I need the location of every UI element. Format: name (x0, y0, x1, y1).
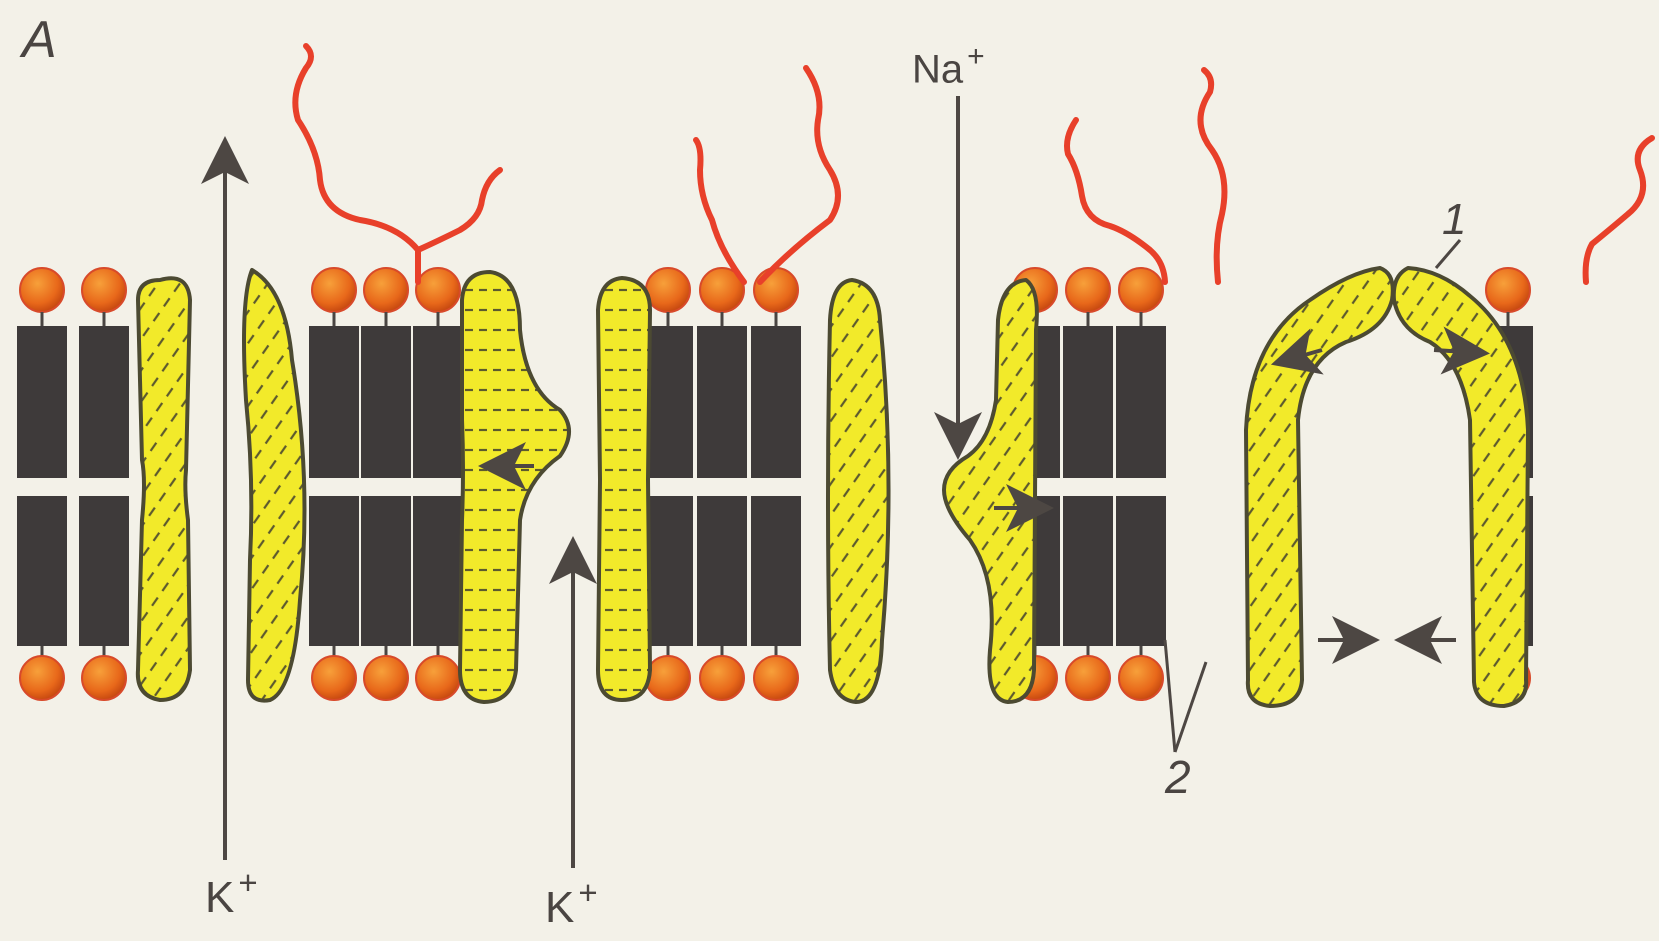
lipid-molecule (1063, 268, 1113, 700)
channel-protein (598, 278, 650, 700)
channel-protein (828, 280, 889, 702)
lipid-molecule (361, 268, 411, 700)
glycocalyx-chain (418, 170, 500, 250)
channel-protein (138, 278, 190, 700)
ion-symbol: K (205, 873, 234, 922)
potassium-label-left: K+ (205, 866, 258, 920)
ion-symbol: K (545, 883, 574, 932)
panel-label: А (22, 14, 57, 66)
lipid-molecule (751, 268, 801, 700)
glycocalyx-chain (1200, 70, 1224, 282)
channel-protein (460, 272, 569, 702)
lipid-molecule (413, 268, 463, 700)
glycocalyx-chain (1586, 138, 1652, 282)
ion-charge: + (578, 874, 597, 911)
lipid-molecule (309, 268, 359, 700)
ion-charge: + (967, 40, 985, 73)
lipid-molecule (79, 268, 129, 700)
channel-protein (244, 270, 305, 701)
ion-charge: + (238, 864, 257, 901)
lipid-molecule (1116, 268, 1166, 700)
glycocalyx-chain (295, 46, 418, 282)
ion-symbol: Na (912, 48, 963, 92)
marker-1: 1 (1442, 198, 1466, 242)
marker-2: 2 (1165, 754, 1191, 800)
lipid-molecule (17, 268, 67, 700)
glycocalyx-chain (1067, 120, 1165, 282)
sodium-label: Na+ (912, 42, 985, 90)
glycocalyx-chain (760, 68, 838, 282)
glycocalyx-chain (696, 140, 744, 282)
potassium-label-right: K+ (545, 876, 598, 930)
lipid-molecule (697, 268, 747, 700)
channel-arrow (1434, 350, 1466, 352)
